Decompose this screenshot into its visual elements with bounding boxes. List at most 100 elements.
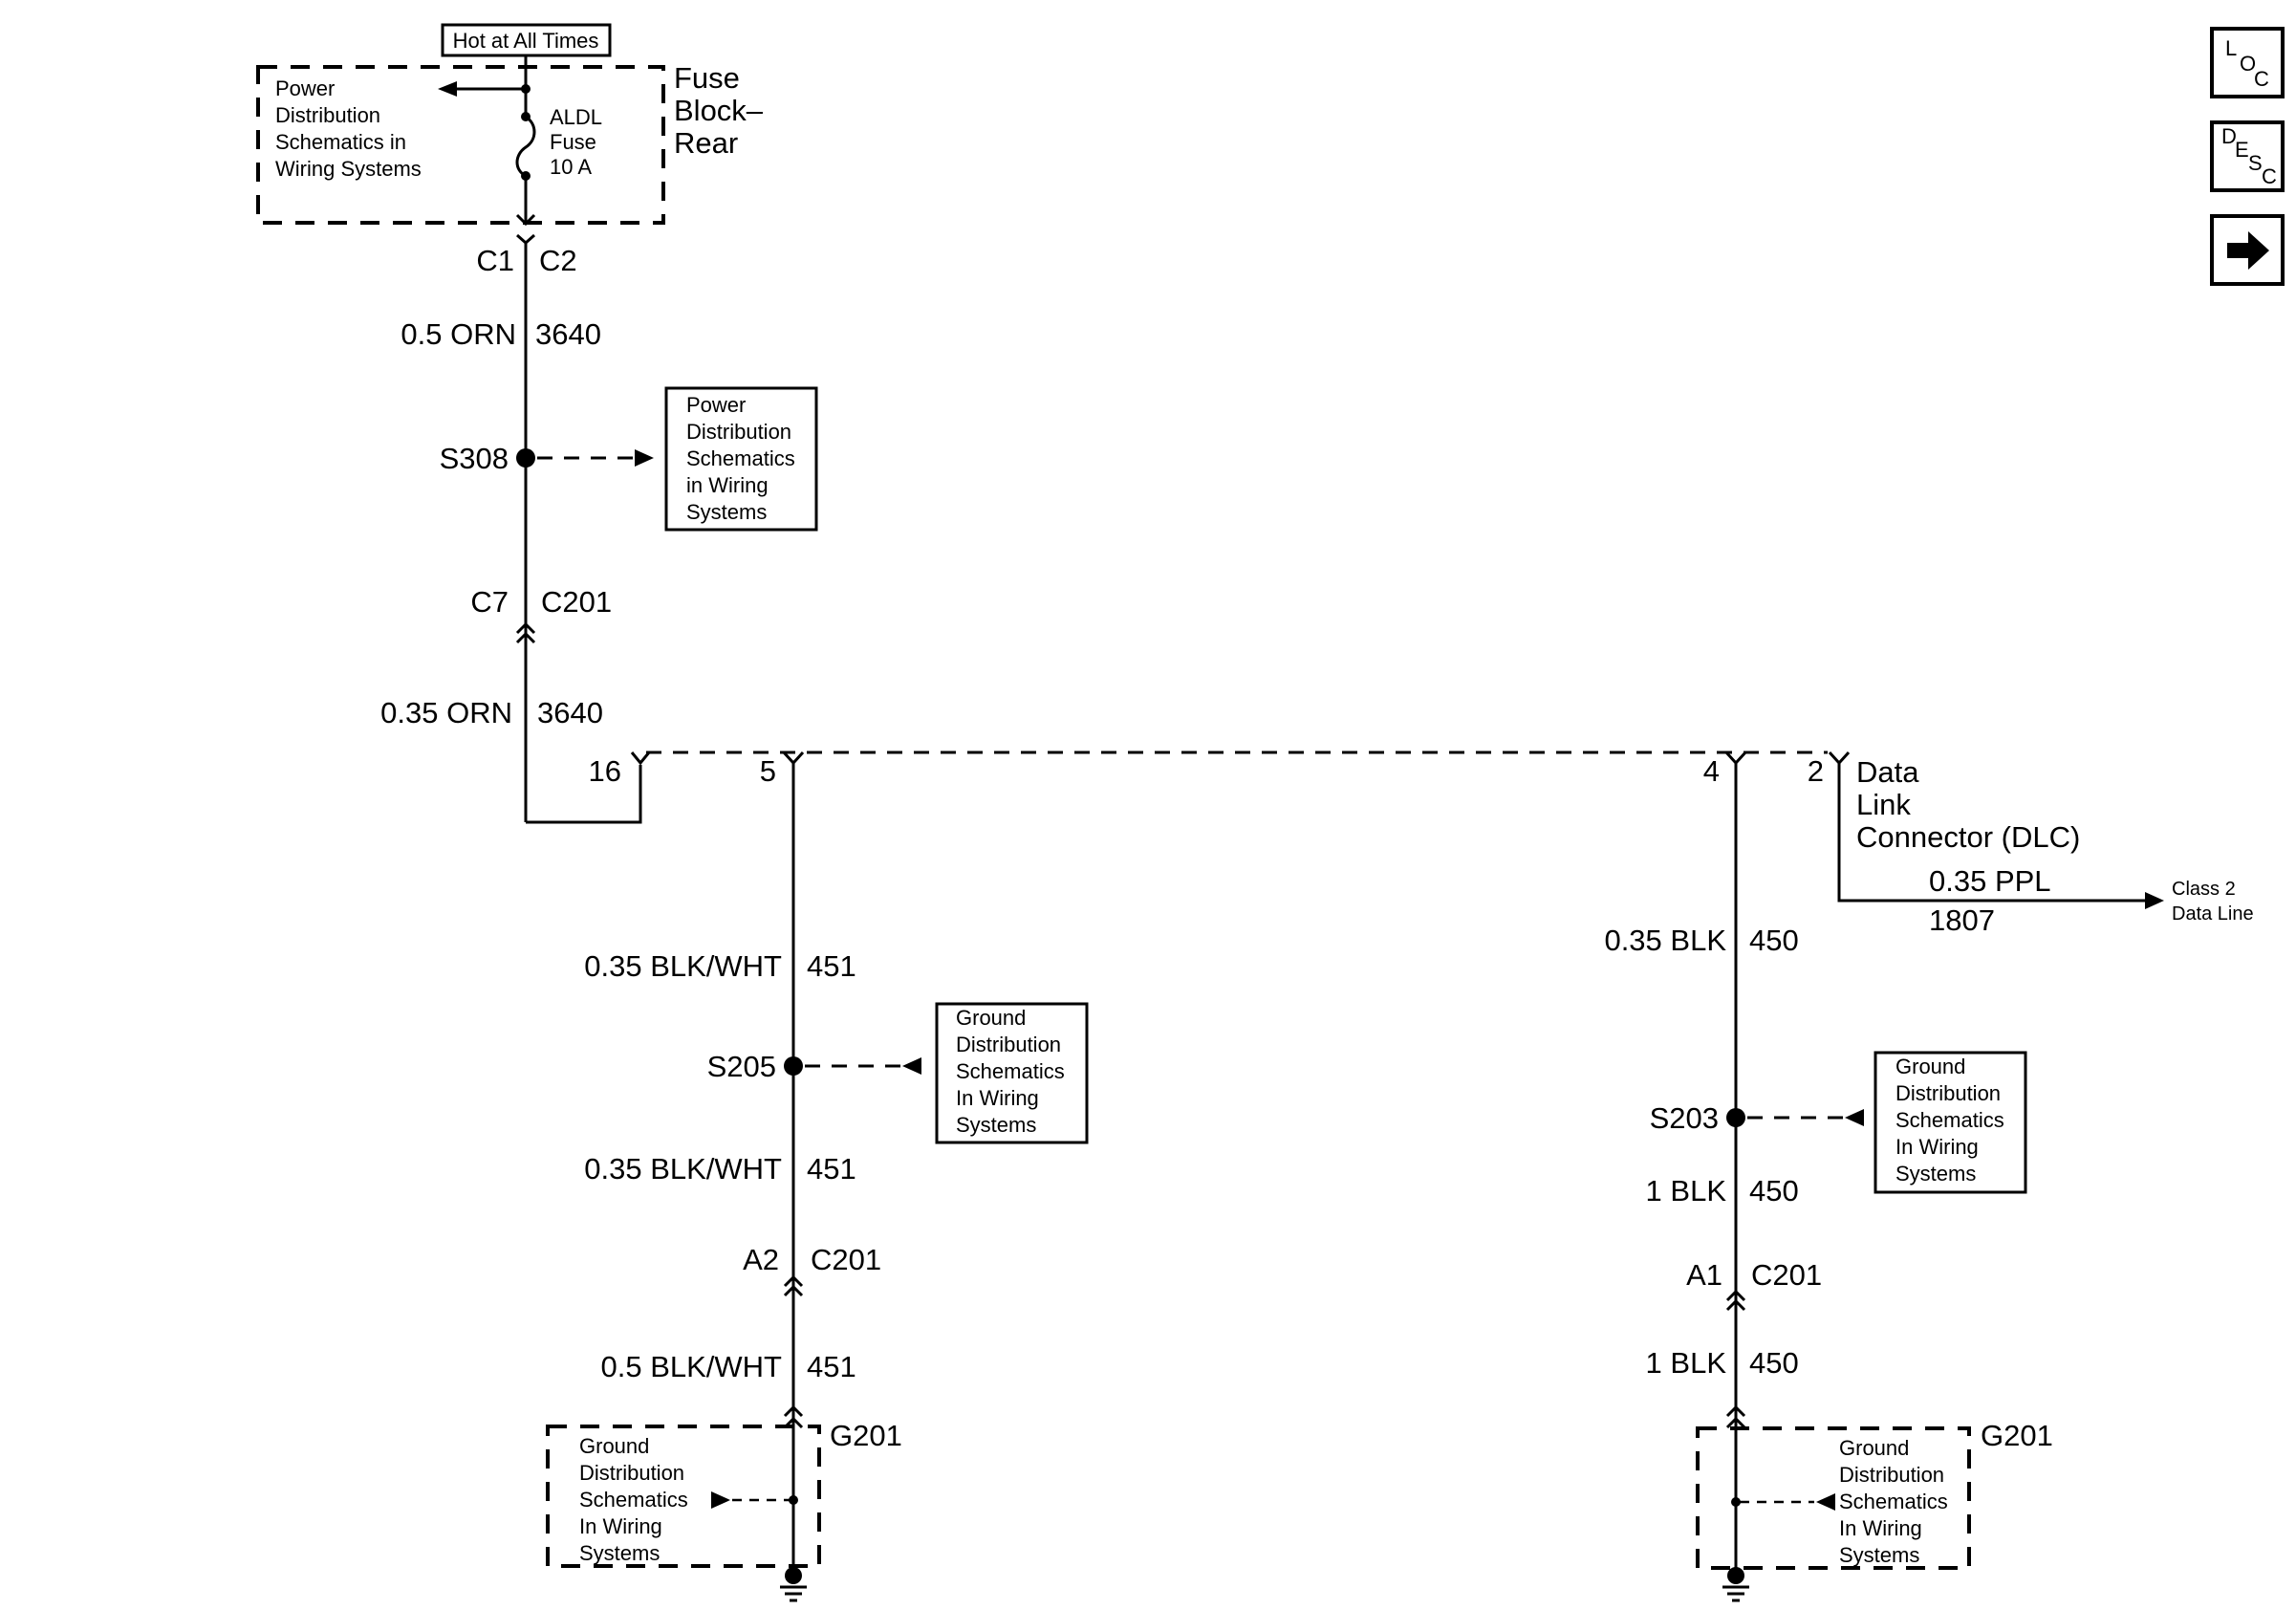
wire-orn-top-circuit: 3640 [535, 317, 601, 351]
dlc-pin-2: 2 [1808, 754, 1824, 788]
pd-box-line-5: Systems [686, 500, 767, 524]
wire-1807 [1837, 763, 2147, 903]
ground-right-ref-line-4: In Wiring [1839, 1516, 1922, 1540]
fuse-block-label-2: Block– [674, 94, 764, 127]
s205-ground-arrow-icon [902, 1057, 921, 1075]
connector-c7-label: C7 [470, 585, 509, 619]
class2-line-1: Class 2 [2172, 879, 2236, 900]
dlc-pin-5: 5 [760, 754, 776, 788]
s203-ground-arrow-icon [1845, 1109, 1864, 1126]
ground-left-ref-line-1: Ground [579, 1434, 649, 1458]
loc-button[interactable]: L O C [2210, 27, 2285, 98]
wire-l2-gauge: 0.35 BLK/WHT [584, 1152, 782, 1186]
connector-c201-top-label: C201 [541, 585, 612, 619]
class2-line-2: Data Line [2172, 903, 2254, 925]
connector-c1-c2: C1 C2 [476, 213, 577, 277]
connector-c201-left-label: C201 [811, 1243, 881, 1276]
pd-box-line-1: Power [686, 393, 746, 417]
ground-g201-right: G201 Ground Distribution Schematics In W… [1696, 1404, 2053, 1602]
pd-ref-line-2: Distribution [275, 103, 380, 127]
ground-ref-left-line-1: Ground [956, 1006, 1026, 1030]
arrow-right-icon [2227, 231, 2269, 270]
ground-right-ref-line-1: Ground [1839, 1436, 1909, 1460]
pd-ref-line-4: Wiring Systems [275, 157, 422, 181]
dlc-name-line-3: Connector (DLC) [1856, 820, 2080, 854]
wire-l3-gauge: 0.5 BLK/WHT [601, 1350, 783, 1383]
loc-letter-1: L [2225, 36, 2237, 60]
ground-left-ref-line-2: Distribution [579, 1461, 684, 1485]
ground-g201-right-label: G201 [1981, 1419, 2053, 1452]
fuse-block-rear: Hot at All Times Fuse Block– Rear Power … [256, 23, 764, 225]
wire-orn-top-gauge: 0.5 ORN [401, 317, 516, 351]
pd-ref-arrow-icon [438, 81, 457, 97]
dlc-pin-4: 4 [1703, 754, 1720, 788]
loc-letter-3: C [2254, 67, 2269, 91]
ground-ref-right-line-4: In Wiring [1895, 1135, 1979, 1159]
data-link-connector: 16 5 4 2 Data Link Connector (DLC) [589, 751, 2080, 854]
class2-arrow-icon [2145, 892, 2164, 909]
ground-g201-left-label: G201 [830, 1419, 902, 1452]
pd-ref-line-3: Schematics in [275, 130, 406, 154]
next-button[interactable] [2210, 214, 2285, 286]
connector-a1-label: A1 [1686, 1258, 1722, 1292]
desc-letter-4: C [2262, 164, 2277, 188]
wire-r1-circuit: 450 [1749, 924, 1799, 957]
wire-r2-circuit: 450 [1749, 1174, 1799, 1208]
ground-right-arrow-icon [1816, 1493, 1835, 1511]
hot-at-all-times-label: Hot at All Times [453, 29, 599, 53]
ground-left-ref-line-3: Schematics [579, 1488, 688, 1512]
wire-r3-gauge: 1 BLK [1646, 1346, 1727, 1380]
wire-r1-gauge: 0.35 BLK [1604, 924, 1726, 957]
ground-left-ref-line-5: Systems [579, 1541, 660, 1565]
ground-right-ref-line-2: Distribution [1839, 1463, 1944, 1487]
wire-l1-circuit: 451 [807, 949, 856, 983]
splice-s205-label: S205 [707, 1050, 776, 1083]
ground-ref-left-line-3: Schematics [956, 1059, 1065, 1083]
power-distribution-ref-box [664, 386, 818, 532]
connector-c2-label: C2 [539, 244, 577, 277]
pd-box-arrow-icon [635, 449, 654, 467]
desc-letter-2: E [2235, 138, 2249, 162]
ground-ref-right-line-2: Distribution [1895, 1081, 2001, 1105]
fuse-block-label-1: Fuse [674, 61, 740, 95]
connector-a1-c201: A1 C201 [1686, 1258, 1822, 1312]
connector-c201-right-label: C201 [1751, 1258, 1822, 1292]
splice-s203 [1726, 1108, 1745, 1127]
ground-left-ref-line-4: In Wiring [579, 1514, 662, 1538]
connector-c1-label: C1 [476, 244, 514, 277]
wire-l3-circuit: 451 [807, 1350, 856, 1383]
ground-ref-box-left [935, 1002, 1089, 1144]
aldl-fuse-icon [515, 89, 536, 223]
desc-letter-1: D [2221, 124, 2237, 148]
loc-letter-2: O [2240, 52, 2256, 76]
dlc-name-line-1: Data [1856, 755, 1919, 789]
ground-ref-right-line-1: Ground [1895, 1055, 1965, 1078]
wire-r2-gauge: 1 BLK [1646, 1174, 1727, 1208]
wire-ppl-circuit: 1807 [1929, 903, 1995, 937]
ground-right-ref-line-5: Systems [1839, 1543, 1919, 1567]
wire-orn-mid-circuit: 3640 [537, 696, 603, 729]
ground-symbol-icon [780, 1585, 807, 1602]
fuse-block-outline [256, 65, 665, 225]
ground-ref-left-line-2: Distribution [956, 1033, 1061, 1056]
fuse-block-label-3: Rear [674, 126, 738, 160]
splice-s205 [784, 1056, 803, 1076]
desc-letter-3: S [2248, 151, 2263, 175]
connector-a2-c201: A2 C201 [743, 1243, 881, 1297]
ground-g201-left: G201 Ground Distribution Schematics In W… [546, 1404, 902, 1602]
connector-c7-c201: C7 C201 [470, 585, 612, 644]
splice-s203-label: S203 [1650, 1101, 1719, 1135]
fuse-label-3: 10 A [550, 155, 592, 179]
ground-ref-left-line-4: In Wiring [956, 1086, 1039, 1110]
ground-ref-left-line-5: Systems [956, 1113, 1036, 1137]
fuse-label-1: ALDL [550, 105, 602, 129]
wire-r3-circuit: 450 [1749, 1346, 1799, 1380]
ground-right-ref-line-3: Schematics [1839, 1490, 1948, 1513]
connector-a2-label: A2 [743, 1243, 779, 1276]
ground-symbol-icon [1722, 1585, 1749, 1602]
desc-button[interactable]: D E S C [2210, 120, 2285, 192]
pd-box-line-2: Distribution [686, 420, 791, 444]
splice-s308 [516, 448, 535, 468]
ground-ref-right-line-5: Systems [1895, 1162, 1976, 1186]
